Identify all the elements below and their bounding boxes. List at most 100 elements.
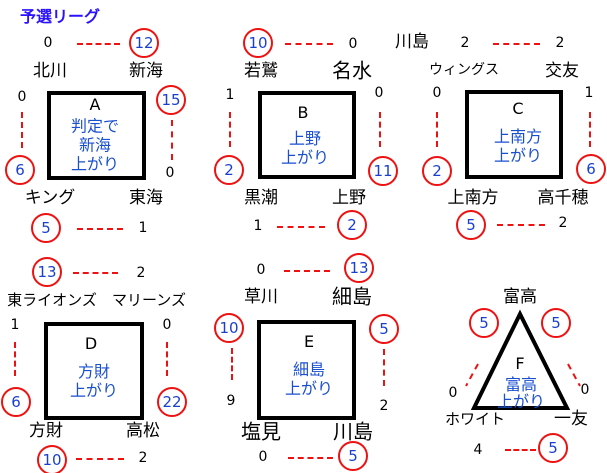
result-line: 上がり — [69, 381, 119, 400]
winning-score: 13 — [32, 257, 62, 287]
group-result: 方財上がり — [70, 362, 118, 400]
score: 0 — [165, 165, 175, 181]
winning-score: 6 — [576, 154, 606, 184]
team-name: 東ライオンズ — [7, 291, 97, 309]
team-name: 黒潮 — [244, 188, 278, 208]
result-line: 方財 — [77, 362, 111, 381]
score: 2 — [460, 35, 470, 51]
team-name: 方財 — [29, 421, 63, 441]
team-name: マリーンズ — [112, 291, 186, 309]
winning-score: 6 — [5, 155, 35, 185]
team-name: 細島 — [332, 284, 372, 309]
result-line: 上南方 — [493, 127, 543, 146]
match-line — [505, 449, 536, 451]
match-line — [284, 270, 330, 272]
group-c-box — [465, 90, 563, 179]
score: 0 — [348, 36, 358, 52]
group-b-box — [258, 91, 356, 179]
winning-score: 5 — [31, 213, 61, 243]
winning-score: 5 — [369, 314, 399, 344]
match-line — [14, 342, 16, 376]
page-title: 予選リーグ — [20, 7, 101, 26]
winning-score: 5 — [456, 210, 486, 240]
team-name: ウィングス — [429, 62, 499, 78]
result-line: 上がり — [280, 148, 330, 167]
score: 1 — [253, 218, 263, 234]
group-label: B — [297, 103, 309, 122]
match-line — [436, 112, 438, 147]
group-f-triangle — [465, 309, 581, 410]
score: 1 — [10, 317, 20, 333]
group-result: 判定で新海上がり — [71, 117, 119, 174]
team-name: 草川 — [244, 287, 278, 307]
match-line — [497, 224, 545, 226]
score: 0 — [256, 262, 266, 278]
score: 2 — [555, 35, 565, 51]
winning-score: 10 — [214, 313, 244, 343]
team-name: 北川 — [33, 61, 67, 81]
score: 0 — [258, 449, 268, 465]
score: 9 — [226, 393, 236, 409]
score: 0 — [580, 382, 590, 398]
group-e-box — [257, 320, 356, 420]
team-name: ホワイト — [444, 410, 506, 428]
result-line: 新海 — [78, 135, 112, 155]
match-line — [21, 112, 23, 148]
match-line — [383, 349, 385, 386]
group-label: F — [515, 354, 525, 373]
team-name: 高松 — [126, 421, 160, 441]
score: 2 — [558, 215, 568, 231]
group-label: C — [512, 99, 524, 118]
score: 4 — [473, 442, 483, 458]
team-name: 新海 — [129, 61, 163, 81]
team-name: 一友 — [554, 409, 588, 429]
team-name: 名水 — [332, 58, 372, 83]
winning-score: 5 — [538, 433, 568, 463]
score: 2 — [379, 398, 389, 414]
match-line — [493, 43, 540, 45]
score: 0 — [162, 317, 172, 333]
team-name: 高千穂 — [537, 188, 589, 208]
team-name: 交友 — [545, 61, 579, 81]
score: 2 — [138, 450, 148, 466]
score: 0 — [17, 89, 27, 105]
team-name: 富高 — [503, 287, 537, 307]
match-line — [77, 228, 123, 230]
result-line: 上がり — [70, 154, 120, 174]
match-line — [76, 458, 124, 460]
result-line: 判定で — [70, 116, 120, 136]
winning-score: 11 — [368, 156, 398, 186]
score: 1 — [584, 85, 594, 101]
group-d-box — [44, 322, 144, 420]
result-line: 細島 — [292, 360, 326, 379]
winning-score: 10 — [243, 28, 273, 58]
team-name: 上南方 — [447, 188, 499, 208]
match-line — [277, 226, 325, 228]
winning-score: 15 — [156, 85, 186, 115]
team-name: 川島 — [333, 419, 373, 444]
winning-score: 5 — [469, 308, 499, 338]
result-line: 上がり — [496, 392, 546, 411]
score: 0 — [432, 85, 442, 101]
group-a-box — [47, 91, 146, 180]
winning-score: 6 — [1, 387, 31, 417]
match-line — [288, 457, 333, 459]
match-line — [229, 112, 231, 147]
group-result: 富高上がり — [497, 376, 545, 410]
team-name: キング — [24, 188, 76, 208]
winning-score: 22 — [157, 387, 187, 417]
team-name: 上野 — [332, 188, 366, 208]
result-line: 上がり — [284, 379, 334, 398]
team-name-extra: 川島 — [395, 32, 429, 52]
match-line — [231, 348, 233, 380]
score: 1 — [138, 220, 148, 236]
group-label: A — [89, 95, 101, 114]
result-line: 富高 — [504, 375, 538, 394]
team-name: 若鷲 — [244, 61, 278, 81]
winning-score: 2 — [214, 155, 244, 185]
winning-score: 2 — [337, 210, 367, 240]
score: 1 — [225, 87, 235, 103]
score: 0 — [43, 35, 53, 51]
winning-score: 13 — [344, 253, 374, 283]
match-line — [379, 112, 381, 147]
